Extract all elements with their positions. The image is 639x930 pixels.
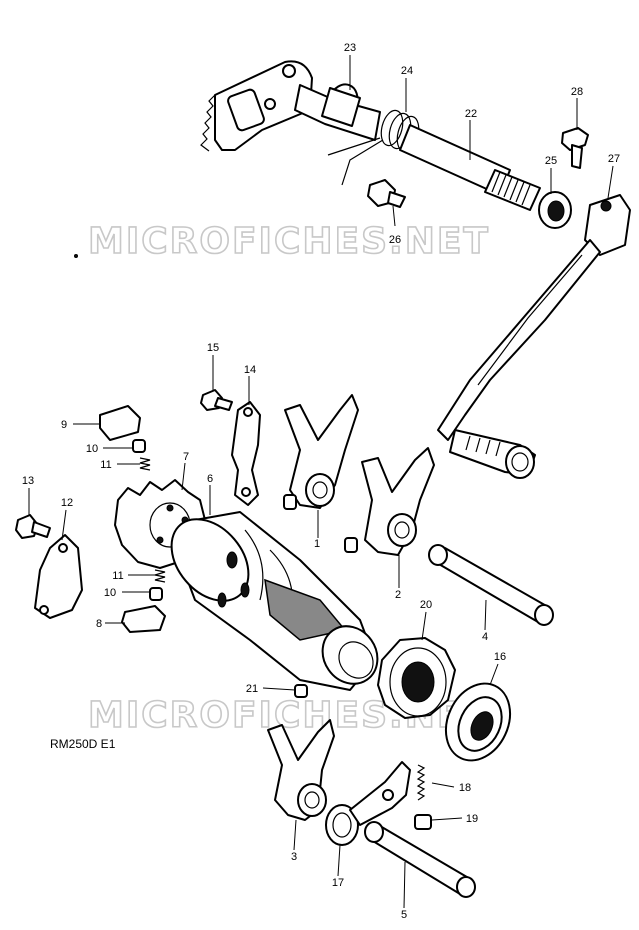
- callout-6: 6: [207, 473, 213, 485]
- leader-lines: [28, 55, 614, 909]
- part-15-screw: [200, 389, 233, 411]
- part-25-bushing: [538, 191, 572, 229]
- callout-14: 14: [244, 364, 256, 376]
- callout-23: 23: [344, 42, 356, 54]
- callout-5: 5: [401, 909, 407, 921]
- part-2-gearshift-fork: [344, 447, 435, 556]
- callout-2: 2: [395, 589, 401, 601]
- callout-10-upper: 10: [86, 443, 98, 455]
- part-18-spring: [416, 764, 426, 801]
- callout-11-upper: 11: [100, 459, 111, 471]
- callout-26: 26: [389, 234, 401, 246]
- callout-19: 19: [466, 813, 478, 825]
- part-27-gear-shift-lever: [437, 194, 631, 479]
- callout-28: 28: [571, 86, 583, 98]
- part-13-bolt: [15, 514, 51, 539]
- callout-12: 12: [61, 497, 73, 509]
- callout-labels: 1 2 3 4 5 6 7 8 9 10 10 11 11 12 13 14 1…: [22, 42, 620, 921]
- callout-1: 1: [314, 538, 320, 550]
- callout-3: 3: [291, 851, 297, 863]
- part-16-bearing: [444, 682, 512, 762]
- part-11-spring-lower: [154, 569, 166, 583]
- callout-4: 4: [482, 631, 488, 643]
- part-20-cam-driven-gear: [377, 637, 456, 719]
- callout-21: 21: [246, 683, 258, 695]
- part-19-pin: [414, 814, 432, 830]
- part-26-bolt: [367, 179, 406, 208]
- callout-17: 17: [332, 877, 344, 889]
- part-4-gearshift-fork-shaft: [428, 544, 554, 626]
- callout-27: 27: [608, 153, 620, 165]
- part-22-shaft: [399, 124, 541, 211]
- callout-11-lower: 11: [112, 570, 123, 582]
- callout-7: 7: [183, 451, 189, 463]
- part-21-pin: [294, 684, 308, 698]
- part-8-pawl: [121, 605, 166, 633]
- watermark-top: MICROFICHES.NET: [88, 221, 490, 262]
- part-11-spring-upper: [139, 457, 151, 471]
- callout-13: 13: [22, 475, 34, 487]
- part-12-stopper-plate: [34, 534, 83, 619]
- part-9-pawl: [99, 405, 141, 441]
- callout-10-lower: 10: [104, 587, 116, 599]
- callout-9: 9: [61, 419, 67, 431]
- part-14-cam-guide-plate: [231, 401, 261, 506]
- part-3-gearshift-fork: [267, 719, 335, 821]
- callout-18: 18: [459, 782, 471, 794]
- callout-8: 8: [96, 618, 102, 630]
- part-10-pin-upper: [132, 439, 146, 453]
- part-17-washer: [325, 804, 359, 846]
- part-28-bolt: [561, 127, 589, 169]
- callout-22: 22: [465, 108, 477, 120]
- shift-arm-plate: [349, 761, 411, 826]
- callout-20: 20: [420, 599, 432, 611]
- callout-25: 25: [545, 155, 557, 167]
- part-5-gearshift-fork-shaft: [364, 821, 476, 898]
- part-23-gear-shift-shaft: [200, 60, 381, 152]
- callout-24: 24: [401, 65, 413, 77]
- callout-16: 16: [494, 651, 506, 663]
- part-6-gearshift-cam: [170, 511, 379, 691]
- part-10-pin-lower: [149, 587, 163, 601]
- callout-15: 15: [207, 342, 219, 354]
- part-1-gearshift-fork: [283, 394, 359, 510]
- model-label: RM250D E1: [50, 737, 116, 751]
